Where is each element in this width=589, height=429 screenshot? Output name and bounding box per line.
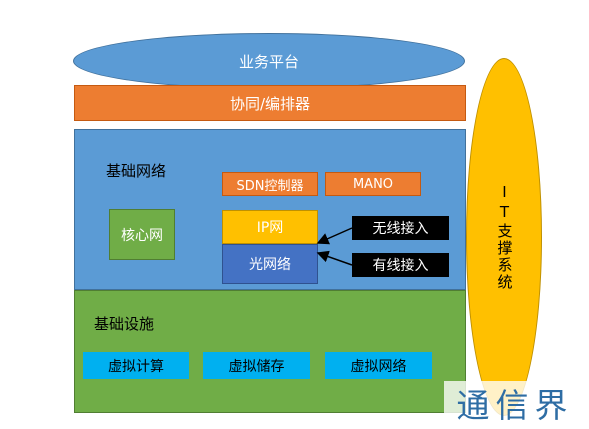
watermark-logo: 通信界 xyxy=(444,381,586,425)
it-support-system-label: IT支撑系统 xyxy=(495,183,514,291)
mano-label: MANO xyxy=(352,176,394,192)
orchestrator-bar: 协同/编排器 xyxy=(74,85,466,121)
infrastructure-network-title: 基础网络 xyxy=(106,162,167,180)
infrastructure-facilities-panel xyxy=(74,290,466,413)
watermark-text: 通信界 xyxy=(456,386,574,425)
ip-network-box: IP网 xyxy=(222,210,318,244)
virtual-compute-label: 虚拟计算 xyxy=(108,358,164,375)
mano-box: MANO xyxy=(325,172,421,196)
optical-network-label: 光网络 xyxy=(249,257,291,273)
ip-network-label: IP网 xyxy=(256,220,284,236)
sdn-controller-box: SDN控制器 xyxy=(222,172,318,196)
sdn-controller-label: SDN控制器 xyxy=(236,178,304,194)
wired-access-box: 有线接入 xyxy=(352,253,449,277)
virtual-storage-box: 虚拟储存 xyxy=(203,352,310,379)
optical-network-box: 光网络 xyxy=(222,244,318,284)
wireless-access-box: 无线接入 xyxy=(352,216,449,240)
core-network-box: 核心网 xyxy=(109,209,175,260)
orchestrator-label: 协同/编排器 xyxy=(229,94,311,113)
virtual-network-box: 虚拟网络 xyxy=(325,352,432,379)
business-platform-label: 业务平台 xyxy=(238,52,299,71)
wired-access-label: 有线接入 xyxy=(372,258,429,274)
wireless-access-label: 无线接入 xyxy=(372,221,429,237)
virtual-network-label: 虚拟网络 xyxy=(350,358,407,375)
business-platform-ellipse: 业务平台 xyxy=(73,33,465,89)
infrastructure-facilities-title: 基础设施 xyxy=(94,315,155,333)
virtual-compute-box: 虚拟计算 xyxy=(83,352,189,379)
virtual-storage-label: 虚拟储存 xyxy=(228,358,285,375)
core-network-label: 核心网 xyxy=(121,227,163,244)
it-support-system-ellipse: IT支撑系统 xyxy=(466,58,542,416)
